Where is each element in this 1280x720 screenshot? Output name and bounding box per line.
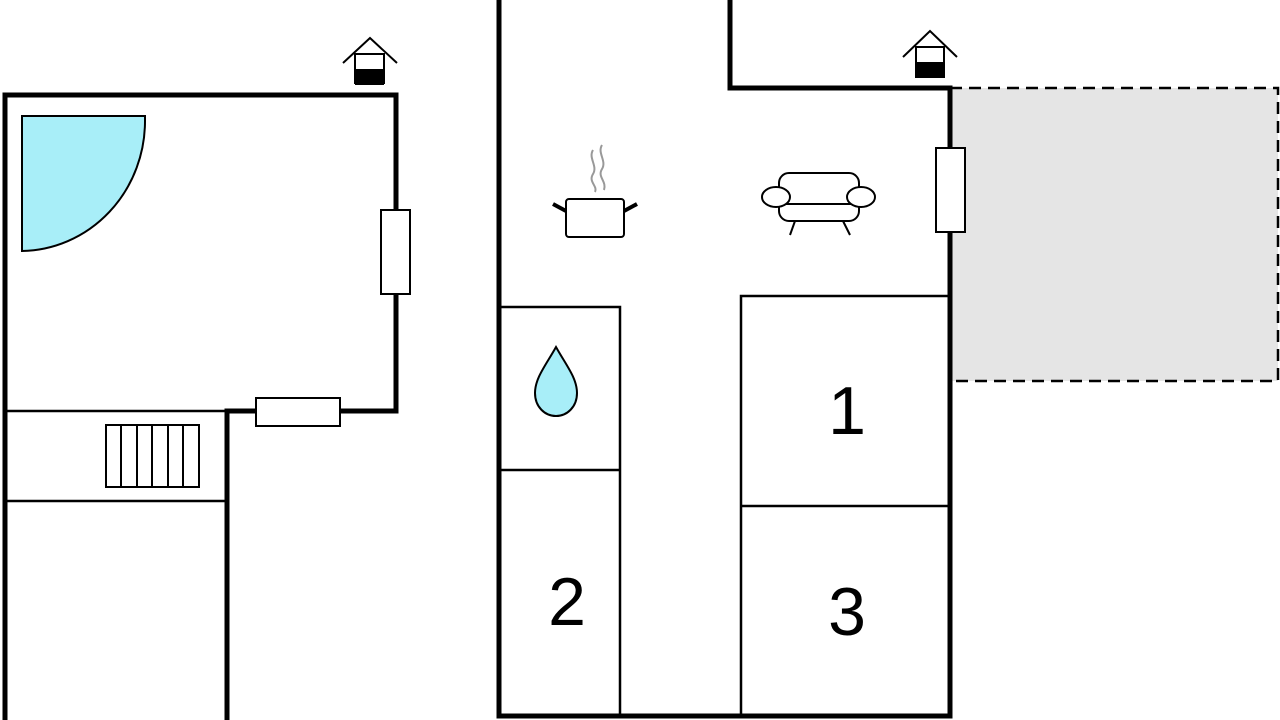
window-icon — [380, 209, 411, 295]
room-number-3: 3 — [828, 574, 866, 650]
window-icon — [935, 147, 966, 233]
room-number-2: 2 — [548, 564, 586, 640]
room-number-1: 1 — [828, 373, 866, 449]
pot-kitchen-icon — [552, 144, 638, 238]
water-drop-bathroom-icon — [533, 344, 579, 418]
right-building: 1 2 3 — [496, 0, 966, 719]
left-building — [2, 36, 411, 720]
sofa-living-icon — [761, 172, 876, 236]
right-building-walls — [496, 0, 953, 719]
interior-wall — [739, 294, 948, 714]
interior-wall — [501, 305, 622, 714]
radiator-icon — [105, 424, 200, 488]
window-icon — [255, 397, 341, 427]
entrance-icon — [342, 36, 398, 85]
terrace — [950, 86, 1280, 383]
shower-icon — [21, 115, 147, 253]
entrance-icon — [902, 29, 958, 78]
